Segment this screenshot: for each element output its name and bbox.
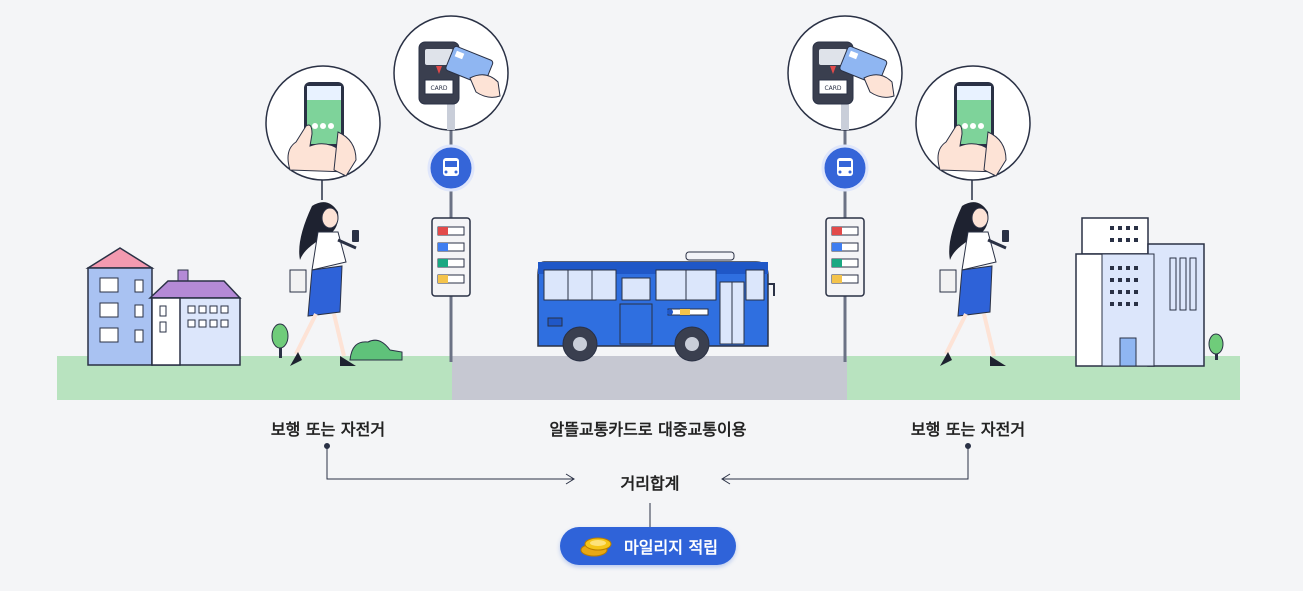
bus-stop-icon	[837, 158, 853, 176]
road	[452, 356, 847, 400]
distance-connector-lines	[324, 443, 971, 527]
segment-label-walk-left: 보행 또는 자전거	[270, 420, 386, 439]
card-tap-circle-left: CARD	[393, 15, 509, 131]
tree-icon	[1208, 333, 1224, 360]
card-tap-circle-right: CARD	[787, 15, 903, 131]
walking-woman-right-icon	[939, 202, 1009, 366]
distance-total-label: 거리합계	[620, 474, 680, 493]
segment-label-walk-right: 보행 또는 자전거	[910, 420, 1026, 439]
card-reader-label: CARD	[430, 85, 447, 92]
mileage-badge: 마일리지 적립	[560, 527, 736, 565]
segment-label-transit: 알뜰교통카드로 대중교통이용	[549, 420, 747, 439]
coins-icon	[580, 537, 612, 557]
phone-app-circle-left	[265, 65, 381, 200]
bush-icon	[349, 339, 403, 361]
bus-icon	[537, 251, 775, 362]
phone-app-circle-right	[915, 65, 1031, 200]
bus-stop-left	[427, 130, 475, 362]
tree-icon	[271, 323, 289, 358]
card-reader-label: CARD	[824, 85, 841, 92]
office-buildings-icon	[1075, 217, 1205, 367]
houses-left-icon	[85, 247, 242, 366]
walking-woman-left-icon	[289, 202, 359, 366]
bus-stop-icon	[443, 158, 459, 176]
mileage-badge-label: 마일리지 적립	[624, 538, 718, 557]
bus-stop-right	[821, 130, 869, 362]
